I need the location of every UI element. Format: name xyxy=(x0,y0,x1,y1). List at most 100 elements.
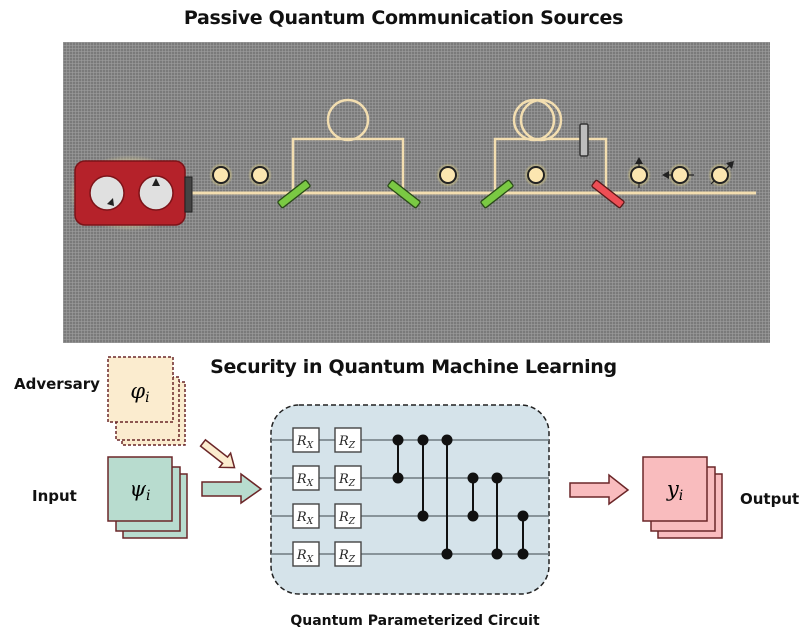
input-label: Input xyxy=(32,487,77,505)
output-subscript: i xyxy=(679,488,683,504)
dial-left-indicator xyxy=(107,198,114,206)
adversary-label: Adversary xyxy=(14,375,100,393)
rz-gate: RZ xyxy=(334,427,362,453)
svg-text:RX: RX xyxy=(296,472,314,489)
fiber-loop-2b xyxy=(519,98,563,142)
control-dot xyxy=(417,434,429,446)
source-dial-right xyxy=(138,175,174,211)
adversary-arrow xyxy=(199,438,236,469)
rz-gate: RZ xyxy=(334,465,362,491)
photon xyxy=(524,163,548,187)
rx-gate: RX xyxy=(292,427,320,453)
polarization-arrow-icon xyxy=(635,157,643,164)
svg-text:φi: φi xyxy=(130,379,149,406)
control-dot xyxy=(491,472,503,484)
dial-right-indicator xyxy=(152,178,160,186)
photon-polarized-horizontal xyxy=(662,163,694,187)
fiber-loop-1 xyxy=(326,98,370,142)
output-label: Output xyxy=(740,490,800,508)
svg-text:RZ: RZ xyxy=(338,548,356,565)
cz-gate xyxy=(467,472,479,522)
circuit-box xyxy=(270,404,550,595)
top-section-title: Passive Quantum Communication Sources xyxy=(183,7,624,29)
rz-gate-subscript: Z xyxy=(348,441,356,451)
rz-gate-label: R xyxy=(338,472,349,487)
adversary-symbol: φ xyxy=(130,379,145,403)
svg-text:yi: yi xyxy=(666,477,683,504)
target-dot xyxy=(517,548,529,560)
input-symbol: ψ xyxy=(130,477,147,501)
optical-setup-diagram xyxy=(69,98,756,231)
rz-gate: RZ xyxy=(334,503,362,529)
svg-text:ψi: ψi xyxy=(130,477,151,504)
cz-gate xyxy=(417,434,429,522)
target-dot xyxy=(467,510,479,522)
rx-gate: RX xyxy=(292,465,320,491)
control-dot xyxy=(467,472,479,484)
rx-gate-subscript: X xyxy=(306,517,314,527)
photon xyxy=(248,163,272,187)
rx-gate: RX xyxy=(292,503,320,529)
adversary-subscript: i xyxy=(145,390,149,406)
cz-gate xyxy=(517,510,529,560)
input-arrow xyxy=(201,472,263,505)
rx-gate-label: R xyxy=(296,434,307,449)
rz-gate: RZ xyxy=(334,541,362,567)
rz-gate-subscript: Z xyxy=(348,479,356,489)
rx-gate-subscript: X xyxy=(306,479,314,489)
control-dot xyxy=(392,434,404,446)
beam-splitter-green-3 xyxy=(480,179,514,209)
polarization-arrow-icon xyxy=(726,161,734,169)
rz-gate-subscript: Z xyxy=(348,555,356,565)
beam-splitter-green-1 xyxy=(277,179,311,209)
cz-gate xyxy=(491,472,503,560)
qubit-wires xyxy=(271,439,549,555)
source-dial-left xyxy=(89,175,125,211)
control-dot xyxy=(517,510,529,522)
optical-setup-panel xyxy=(63,42,770,343)
polarization-arrow-icon xyxy=(662,171,669,179)
svg-text:RX: RX xyxy=(296,548,314,565)
rx-gate: RX xyxy=(292,541,320,567)
photon xyxy=(209,163,233,187)
phase-modulator xyxy=(579,123,589,157)
rz-gate-label: R xyxy=(338,548,349,563)
photon-polarized-vertical xyxy=(627,157,651,188)
input-card xyxy=(107,456,173,522)
beam-splitter-green-2 xyxy=(387,179,421,209)
svg-text:RZ: RZ xyxy=(338,510,356,527)
rx-gate-label: R xyxy=(296,472,307,487)
target-dot xyxy=(417,510,429,522)
svg-text:RZ: RZ xyxy=(338,472,356,489)
controlled-gates xyxy=(392,434,529,560)
svg-text:RZ: RZ xyxy=(338,434,356,451)
output-symbol: y xyxy=(666,477,680,501)
beam-splitter-red xyxy=(591,179,625,209)
output-card xyxy=(642,456,708,522)
input-card-stack: ψi xyxy=(107,456,188,539)
control-dot xyxy=(441,434,453,446)
photon xyxy=(436,163,460,187)
source-output-port xyxy=(184,176,193,213)
bottom-section-title: Security in Quantum Machine Learning xyxy=(210,356,617,378)
rx-gate-label: R xyxy=(296,510,307,525)
photon-polarized-diagonal xyxy=(708,161,734,187)
rz-gate-subscript: Z xyxy=(348,517,356,527)
svg-text:RX: RX xyxy=(296,510,314,527)
circuit-label: Quantum Parameterized Circuit xyxy=(290,613,540,629)
rx-gate-subscript: X xyxy=(306,441,314,451)
cz-gate xyxy=(392,434,404,484)
input-subscript: i xyxy=(146,488,150,504)
cz-gate xyxy=(441,434,453,560)
rx-gate-subscript: X xyxy=(306,555,314,565)
rx-gate-label: R xyxy=(296,548,307,563)
target-dot xyxy=(491,548,503,560)
rz-gate-label: R xyxy=(338,434,349,449)
output-card-stack: yi xyxy=(642,456,723,539)
target-dot xyxy=(392,472,404,484)
target-dot xyxy=(441,548,453,560)
rz-gate-label: R xyxy=(338,510,349,525)
output-arrow xyxy=(569,473,630,506)
svg-text:RX: RX xyxy=(296,434,314,451)
